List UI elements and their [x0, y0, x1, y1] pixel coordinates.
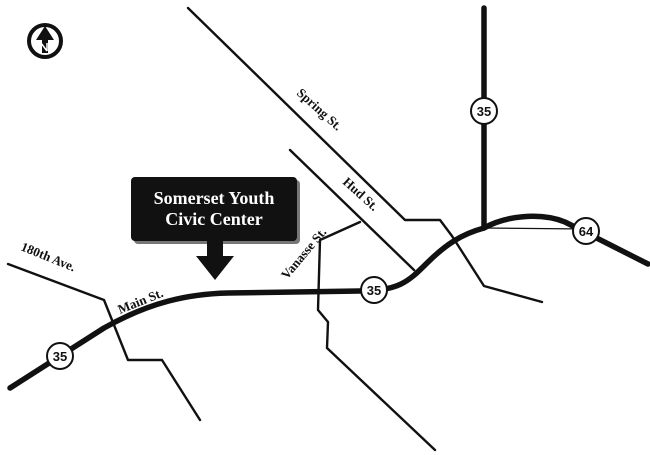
svg-text:64: 64 — [579, 224, 594, 239]
north-arrow-icon — [27, 23, 63, 59]
route-35-center-shield: 35 — [360, 276, 388, 304]
vanasse-st-road — [316, 220, 437, 452]
callout-arrow-down-icon — [196, 256, 234, 280]
spring-st-label: Spring St. — [294, 85, 345, 133]
route-35-north-shield: 35 — [470, 97, 498, 125]
svg-text:35: 35 — [53, 349, 67, 364]
callout-line-2: Civic Center — [165, 209, 263, 229]
spring-st-road — [186, 6, 544, 304]
callout-line-1: Somerset Youth — [153, 188, 275, 208]
svg-text:35: 35 — [477, 104, 491, 119]
svg-text:35: 35 — [367, 283, 381, 298]
route-35-west-shield: 35 — [46, 342, 74, 370]
180th-ave-label: 180th Ave. — [19, 239, 78, 274]
route-64-shield: 64 — [572, 217, 600, 245]
main-st-route-35-road — [7, 213, 650, 391]
route-64-frontage-road — [483, 227, 586, 230]
callout-arrow-stem — [207, 240, 223, 258]
hud-st-road — [288, 148, 416, 272]
180th-ave-road — [6, 262, 202, 422]
destination-callout: Somerset Youth Civic Center — [131, 177, 297, 241]
hud-st-label: Hud St. — [340, 174, 382, 214]
